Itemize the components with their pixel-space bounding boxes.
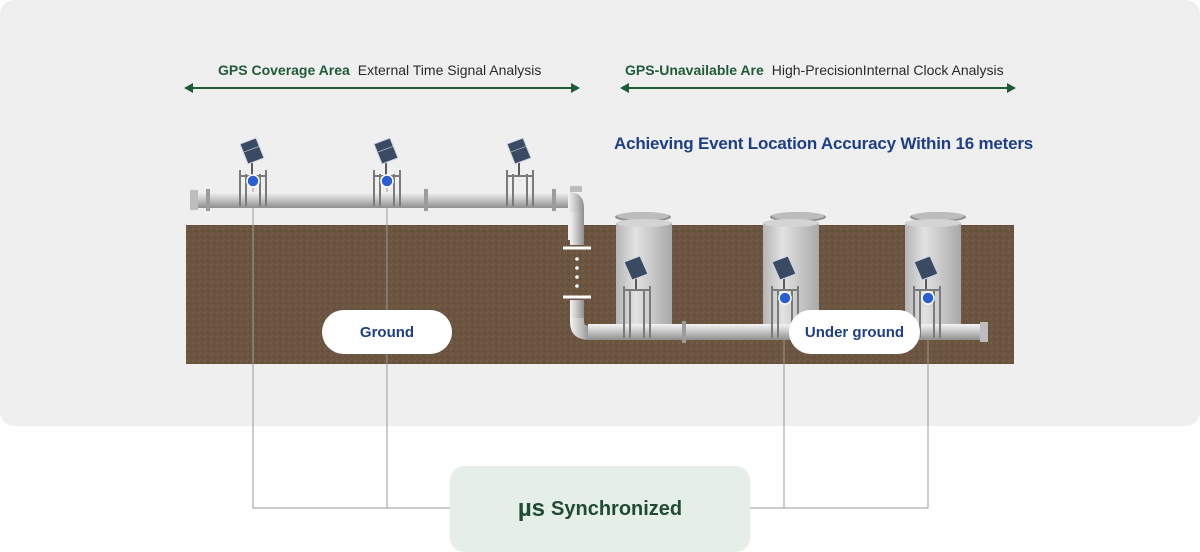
- underground-label: Under ground: [804, 323, 905, 341]
- sensor-station-ground-3: [506, 137, 534, 206]
- sensor-station-underground-3: [913, 255, 941, 338]
- arrow-double-icon: [184, 83, 580, 93]
- gps-unavailable-desc: High-PrecisionInternal Clock Analysis: [771, 62, 1004, 78]
- solar-panel-icon: [506, 137, 532, 176]
- gps-coverage-title: GPS Coverage Area: [218, 62, 350, 78]
- solar-panel-icon: [771, 255, 797, 290]
- underground-pipe: [588, 324, 984, 340]
- solar-panel-icon: [623, 255, 649, 290]
- sensor-icon: [921, 291, 935, 305]
- solar-panel-icon: [239, 137, 265, 176]
- sensor-station-underground-2: [771, 255, 799, 338]
- manhole-icon: [615, 212, 672, 335]
- gps-unavailable-title: GPS-Unavailable Are: [625, 62, 764, 78]
- solar-panel-icon: [373, 137, 399, 176]
- sensor-station-ground-1: [239, 137, 267, 206]
- gps-coverage-desc: External Time Signal Analysis: [357, 62, 542, 78]
- accuracy-headline: Achieving Event Location Accuracy Within…: [614, 134, 1034, 153]
- sensor-icon: [380, 174, 394, 188]
- pipe-break-symbol: [560, 245, 594, 299]
- above-ground-pipe: [190, 192, 576, 208]
- solar-panel-icon: [913, 255, 939, 290]
- ground-pill: Ground: [322, 310, 452, 354]
- sensor-icon: [246, 174, 260, 188]
- gps-unavailable-label: GPS-Unavailable Are High-PrecisionInterna…: [625, 62, 1004, 78]
- microsecond-symbol: µs: [517, 495, 546, 522]
- sensor-station-ground-2: [373, 137, 401, 206]
- ground-label: Ground: [359, 323, 415, 341]
- arrow-double-icon: [620, 83, 1016, 93]
- underground-pill: Under ground: [789, 310, 920, 354]
- gps-coverage-label: GPS Coverage Area External Time Signal An…: [218, 62, 541, 78]
- sensor-icon: [778, 291, 792, 305]
- sensor-station-underground-1: [623, 255, 651, 338]
- sync-label: Synchronized: [551, 497, 683, 520]
